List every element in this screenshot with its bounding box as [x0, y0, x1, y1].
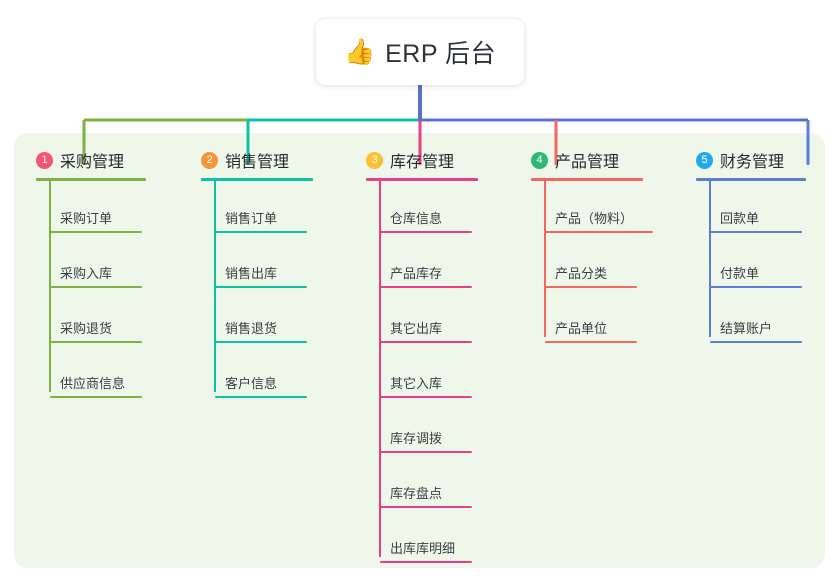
- leaf-item[interactable]: 回款单: [710, 208, 802, 233]
- leaf-item-underline: [380, 506, 472, 508]
- column-index-badge: 3: [366, 151, 383, 169]
- column-title: 库存管理: [390, 154, 455, 171]
- leaf-item-underline: [50, 231, 142, 233]
- leaf-item[interactable]: 其它出库: [380, 318, 472, 343]
- leaf-item-label: 销售订单: [225, 211, 278, 226]
- leaf-item-label: 产品单位: [555, 321, 608, 336]
- leaf-item-label: 采购退货: [60, 321, 113, 336]
- leaf-item[interactable]: 供应商信息: [50, 373, 142, 398]
- column-title: 采购管理: [60, 154, 125, 171]
- leaf-item-underline: [215, 286, 307, 288]
- column-header-5[interactable]: 5 财务管理: [696, 148, 806, 172]
- leaf-item[interactable]: 产品分类: [545, 263, 637, 288]
- leaf-item-label: 出库库明细: [390, 541, 456, 556]
- leaf-item-underline: [50, 286, 142, 288]
- column-index-badge: 5: [696, 151, 713, 169]
- leaf-item[interactable]: 出库库明细: [380, 538, 472, 563]
- leaf-item[interactable]: 产品单位: [545, 318, 637, 343]
- leaf-item-underline: [380, 341, 472, 343]
- leaf-item[interactable]: 产品（物料）: [545, 208, 653, 233]
- thumbs-up-icon: 👍: [343, 37, 376, 66]
- leaf-item-label: 客户信息: [225, 376, 278, 391]
- leaf-item[interactable]: 其它入库: [380, 373, 472, 398]
- column-header-3[interactable]: 3 库存管理: [366, 148, 478, 172]
- leaf-item[interactable]: 采购订单: [50, 208, 142, 233]
- leaf-item[interactable]: 产品库存: [380, 263, 472, 288]
- column-产品管理: 4 产品管理产品（物料） 产品分类产品单位: [531, 148, 653, 343]
- leaf-item-underline: [215, 341, 307, 343]
- leaf-item[interactable]: 库存盘点: [380, 483, 472, 508]
- leaf-item-underline: [50, 341, 142, 343]
- leaf-item-label: 库存调拨: [390, 431, 443, 446]
- column-underline: [531, 178, 643, 181]
- leaf-item-underline: [710, 231, 802, 233]
- root-node[interactable]: 👍 ERP 后台: [316, 19, 524, 85]
- leaf-item-underline: [710, 341, 802, 343]
- leaf-item-label: 采购订单: [60, 211, 113, 226]
- column-header-2[interactable]: 2 销售管理: [201, 148, 313, 172]
- column-header-1[interactable]: 1 采购管理: [36, 148, 146, 172]
- leaf-item-label: 产品（物料）: [555, 211, 634, 226]
- column-title: 销售管理: [225, 154, 290, 171]
- leaf-item-label: 产品分类: [555, 266, 608, 281]
- leaf-item-label: 回款单: [720, 211, 760, 226]
- column-库存管理: 3 库存管理仓库信息产品库存其它出库其它入库库存调拨库存盘点出库库明细: [366, 148, 478, 563]
- leaf-item-label: 采购入库: [60, 266, 113, 281]
- leaf-item-label: 销售出库: [225, 266, 278, 281]
- root-title: ERP 后台: [385, 40, 497, 68]
- leaf-item-underline: [545, 231, 653, 233]
- leaf-item-label: 供应商信息: [60, 376, 126, 391]
- column-财务管理: 5 财务管理回款单付款单结算账户: [696, 148, 806, 343]
- column-header-4[interactable]: 4 产品管理: [531, 148, 643, 172]
- leaf-item-label: 销售退货: [225, 321, 278, 336]
- leaf-item-underline: [380, 396, 472, 398]
- column-underline: [696, 178, 806, 181]
- leaf-item[interactable]: 销售出库: [215, 263, 307, 288]
- leaf-item-underline: [380, 561, 472, 563]
- column-index-badge: 2: [201, 151, 218, 169]
- leaf-item[interactable]: 客户信息: [215, 373, 307, 398]
- leaf-item[interactable]: 销售订单: [215, 208, 307, 233]
- column-underline: [366, 178, 478, 181]
- leaf-item-underline: [380, 451, 472, 453]
- column-采购管理: 1 采购管理采购订单采购入库采购退货供应商信息: [36, 148, 146, 398]
- leaf-item-underline: [380, 231, 472, 233]
- column-underline: [36, 178, 146, 181]
- leaf-item-label: 产品库存: [390, 266, 443, 281]
- leaf-item-label: 库存盘点: [390, 486, 443, 501]
- column-title: 产品管理: [555, 154, 620, 171]
- leaf-item[interactable]: 销售退货: [215, 318, 307, 343]
- leaf-item-label: 结算账户: [720, 321, 773, 336]
- leaf-item[interactable]: 采购入库: [50, 263, 142, 288]
- leaf-item-underline: [215, 396, 307, 398]
- leaf-item[interactable]: 结算账户: [710, 318, 802, 343]
- column-index-badge: 4: [531, 151, 548, 169]
- column-销售管理: 2 销售管理销售订单销售出库销售退货客户信息: [201, 148, 313, 398]
- leaf-item[interactable]: 仓库信息: [380, 208, 472, 233]
- leaf-item-underline: [710, 286, 802, 288]
- branches-panel: [14, 133, 825, 568]
- leaf-item-underline: [215, 231, 307, 233]
- leaf-item-label: 其它入库: [390, 376, 443, 391]
- leaf-item-label: 仓库信息: [390, 211, 443, 226]
- column-underline: [201, 178, 313, 181]
- leaf-item-underline: [380, 286, 472, 288]
- leaf-item[interactable]: 库存调拨: [380, 428, 472, 453]
- leaf-item-underline: [545, 286, 637, 288]
- leaf-item[interactable]: 付款单: [710, 263, 802, 288]
- column-index-badge: 1: [36, 151, 53, 169]
- column-title: 财务管理: [720, 154, 785, 171]
- leaf-item-underline: [50, 396, 142, 398]
- leaf-item[interactable]: 采购退货: [50, 318, 142, 343]
- leaf-item-underline: [545, 341, 637, 343]
- leaf-item-label: 其它出库: [390, 321, 443, 336]
- leaf-item-label: 付款单: [720, 266, 760, 281]
